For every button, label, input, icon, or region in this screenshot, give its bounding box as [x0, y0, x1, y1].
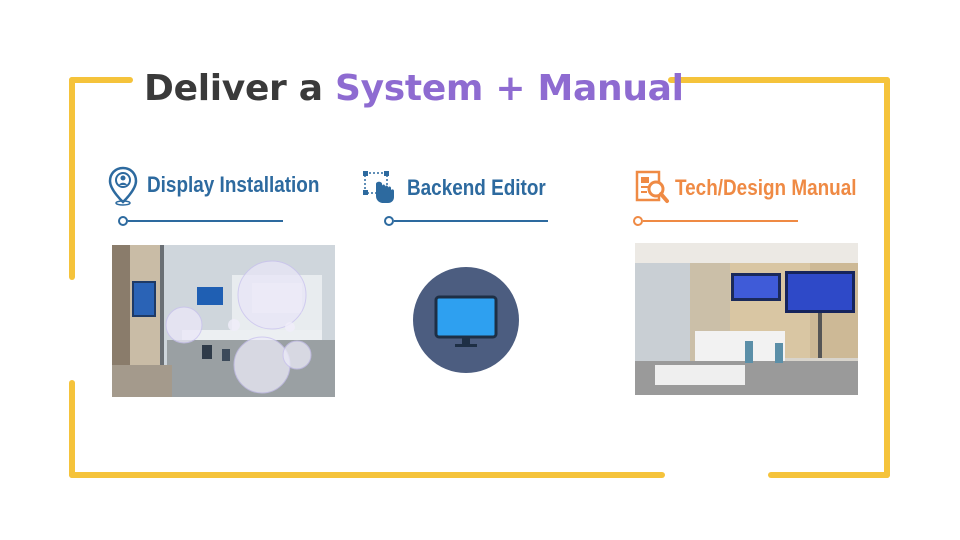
title-part2: System + Manual: [334, 68, 684, 109]
frame-right: [884, 77, 890, 478]
magnifier-document-icon: [634, 170, 670, 206]
display-installation-photo: [112, 245, 335, 397]
heading-connector-dot: [118, 216, 128, 226]
frame-top-left: [69, 77, 133, 83]
monitor-icon: [413, 267, 519, 373]
location-pin-icon: [108, 166, 138, 206]
frame-left-lower: [69, 380, 75, 478]
heading-underline: [128, 220, 283, 222]
title-part1: Deliver a: [144, 68, 335, 109]
hand-pointer-icon: [362, 170, 396, 204]
frame-bottom-right: [768, 472, 890, 478]
heading-connector-dot: [633, 216, 643, 226]
heading-connector-dot: [384, 216, 394, 226]
frame-left-upper: [69, 77, 75, 280]
page-title: Deliver a System + Manual: [144, 66, 684, 112]
section-heading-backend: Backend Editor: [407, 175, 546, 200]
section-heading-manual: Tech/Design Manual: [675, 175, 857, 200]
heading-underline: [394, 220, 548, 222]
heading-underline: [643, 220, 798, 222]
section-heading-display: Display Installation: [147, 172, 320, 197]
tech-manual-photo: [635, 243, 858, 395]
frame-top-right: [668, 77, 890, 83]
frame-bottom-left: [69, 472, 665, 478]
